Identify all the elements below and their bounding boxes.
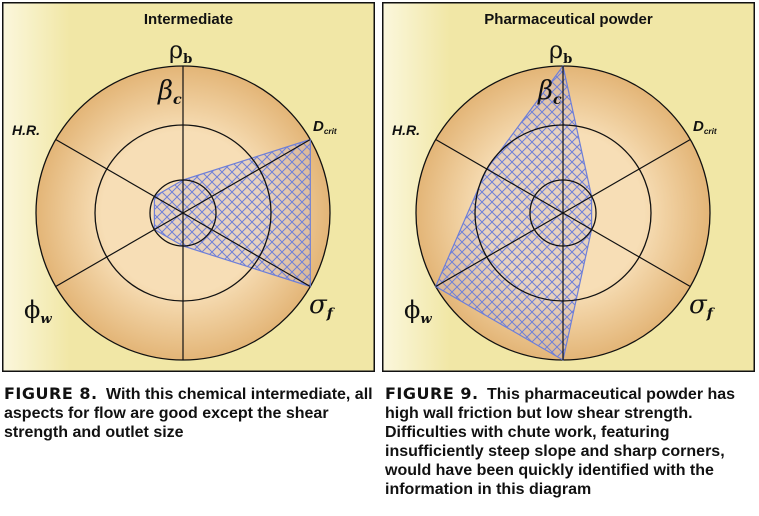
axis-spoke [435, 212, 564, 288]
axis-spoke [562, 212, 691, 288]
axis-spoke [182, 212, 311, 288]
label-shear-strength: σf [309, 290, 333, 322]
axis-spoke [55, 138, 184, 214]
label-hopper-angle: βc [538, 76, 562, 108]
label-bulk-density: ρb [169, 36, 193, 67]
figure-caption-8: FIGURE 8. With this chemical intermediat… [4, 384, 376, 442]
diagram-panel-pharmaceutical: Pharmaceutical powder ρb βc H.R. Dcrit ϕ… [382, 2, 755, 372]
panel-title: Pharmaceutical powder [484, 11, 653, 28]
label-shear-strength: σf [689, 290, 713, 322]
label-bulk-density: ρb [549, 36, 573, 67]
label-critical-diameter: Dcrit [693, 118, 717, 136]
figure-number: FIGURE 8. [4, 384, 98, 403]
label-hausner-ratio: H.R. [392, 122, 420, 138]
axis-spoke [435, 138, 564, 214]
panel-title: Intermediate [143, 11, 234, 28]
axis-spoke [182, 138, 311, 214]
label-wall-friction: ϕw [24, 296, 52, 327]
axis-spoke [562, 138, 691, 214]
label-wall-friction: ϕw [404, 296, 432, 327]
label-hausner-ratio: H.R. [12, 122, 40, 138]
radar-diagram-intermediate [2, 2, 375, 372]
axis-spoke [55, 212, 184, 288]
diagram-panel-intermediate: Intermediate ρb βc H.R. Dcrit ϕw σf [2, 2, 375, 372]
caption-text: This pharmaceutical powder has high wall… [385, 386, 736, 498]
radar-diagram-pharmaceutical [382, 2, 755, 372]
label-hopper-angle: βc [158, 76, 182, 108]
figure-number: FIGURE 9. [385, 384, 479, 403]
label-critical-diameter: Dcrit [313, 118, 337, 136]
figure-caption-9: FIGURE 9. This pharmaceutical powder has… [385, 384, 757, 499]
caption-text: With this chemical intermediate, all asp… [4, 386, 373, 441]
